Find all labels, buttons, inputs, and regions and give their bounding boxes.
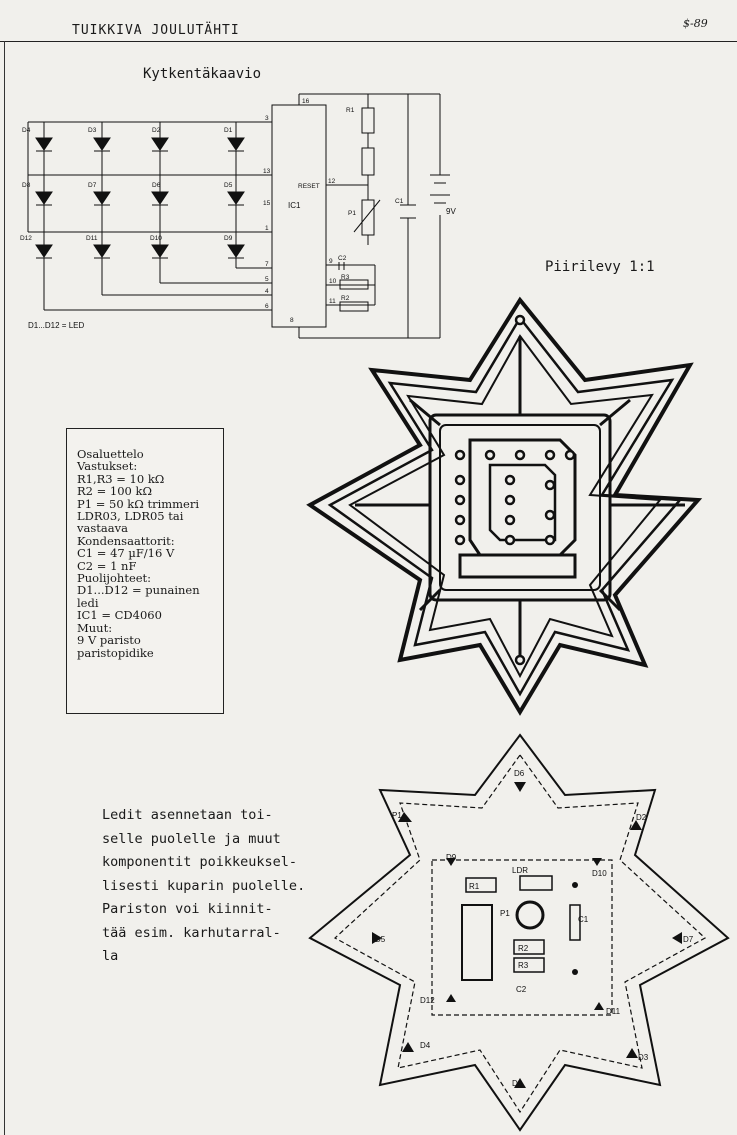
asm-label-r1: R1 bbox=[469, 882, 480, 891]
label-d2: D2 bbox=[152, 127, 161, 134]
reset-label: RESET bbox=[298, 183, 320, 190]
asm-label-ldr: LDR bbox=[512, 866, 528, 875]
trimmer-p1 bbox=[361, 199, 375, 236]
led-legend: D1...D12 = LED bbox=[28, 321, 84, 330]
parts-line: IC1 = CD4060 bbox=[77, 608, 162, 623]
resistor-r1 bbox=[361, 107, 375, 134]
label-d3: D3 bbox=[88, 127, 97, 134]
asm-label-p1-top: P1 bbox=[392, 811, 402, 820]
note-line: komponentit poikkeuksel- bbox=[102, 854, 298, 870]
asm-label-d8: D8 bbox=[512, 1079, 523, 1088]
parts-line: Puolijohteet: bbox=[77, 571, 152, 586]
pin-16: 16 bbox=[302, 98, 310, 105]
asm-label-d12: D12 bbox=[420, 996, 435, 1005]
note-line: selle puolelle ja muut bbox=[102, 830, 281, 847]
pin-12: 12 bbox=[328, 178, 336, 185]
asm-label-d6: D6 bbox=[514, 769, 525, 778]
header-rule bbox=[0, 41, 737, 42]
asm-label-d11: D11 bbox=[606, 1007, 621, 1016]
asm-label-d7: D7 bbox=[683, 935, 694, 944]
label-d5: D5 bbox=[224, 182, 233, 189]
parts-line: Vastukset: bbox=[77, 459, 138, 474]
parts-line: 9 V paristo bbox=[77, 633, 141, 648]
label-r3: R3 bbox=[341, 274, 350, 281]
parts-line: Kondensaattorit: bbox=[77, 533, 175, 548]
asm-label-d2: D2 bbox=[636, 813, 647, 822]
parts-line: LDR03, LDR05 tai bbox=[77, 509, 184, 524]
parts-line: R1,R3 = 10 kΩ bbox=[77, 471, 165, 486]
asm-label-r3: R3 bbox=[518, 961, 529, 970]
asm-label-r2: R2 bbox=[518, 944, 529, 953]
pin-4: 4 bbox=[265, 288, 269, 295]
note-line: lisesti kuparin puolelle. bbox=[102, 877, 306, 894]
note-line: tää esim. karhutarral- bbox=[102, 924, 281, 941]
resistor-r2 bbox=[339, 301, 369, 312]
asm-label-d3: D3 bbox=[638, 1053, 649, 1062]
pin-9: 9 bbox=[329, 258, 333, 265]
label-r2: R2 bbox=[341, 295, 350, 302]
label-d9: D9 bbox=[224, 235, 233, 242]
asm-label-p1: P1 bbox=[500, 909, 510, 918]
ic1-body bbox=[271, 104, 327, 328]
note-line: la bbox=[102, 948, 119, 964]
pin-5: 5 bbox=[265, 276, 269, 283]
schematic-heading: Kytkentäkaavio bbox=[143, 66, 262, 82]
parts-line: paristopidike bbox=[77, 645, 154, 660]
label-d11: D11 bbox=[86, 235, 98, 242]
parts-line: Muut: bbox=[77, 620, 113, 635]
pin-7: 7 bbox=[265, 261, 269, 268]
label-d8: D8 bbox=[22, 182, 31, 189]
parts-line: C2 = 1 nF bbox=[77, 558, 137, 573]
asm-label-c2: C2 bbox=[516, 985, 527, 994]
ic1-label: IC1 bbox=[288, 201, 301, 210]
pin-3: 3 bbox=[265, 115, 269, 122]
label-d4: D4 bbox=[22, 127, 31, 134]
asm-label-c1: C1 bbox=[578, 915, 589, 924]
parts-line: C1 = 47 µF/16 V bbox=[77, 546, 175, 561]
pin-10: 10 bbox=[329, 278, 337, 285]
label-d7: D7 bbox=[88, 182, 97, 189]
label-c1: C1 bbox=[395, 198, 404, 205]
asm-label-d9: D9 bbox=[446, 853, 457, 862]
assembly-note: Ledit asennetaan toi- selle puolelle ja … bbox=[102, 804, 305, 969]
margin-rule bbox=[4, 41, 5, 1135]
parts-line: ledi bbox=[77, 595, 99, 610]
pin-8: 8 bbox=[290, 317, 294, 324]
pcb-star bbox=[306, 296, 703, 716]
document-title: TUIKKIVA JOULUTÄHTI bbox=[72, 23, 240, 38]
label-d12: D12 bbox=[20, 235, 32, 242]
label-r1: R1 bbox=[346, 107, 355, 114]
battery-label: 9V bbox=[446, 207, 456, 216]
parts-list: Osaluettelo Vastukset: R1,R3 = 10 kΩ R2 … bbox=[66, 428, 224, 714]
pin-6: 6 bbox=[265, 303, 269, 310]
pin-15: 15 bbox=[263, 200, 271, 207]
asm-label-d5: D5 bbox=[375, 935, 386, 944]
label-c2: C2 bbox=[338, 255, 347, 262]
asm-label-d10: D10 bbox=[592, 869, 607, 878]
assembly-star: D6 P1 D2 D9 LDR D10 R1 P1 C1 D5 D7 R2 R3… bbox=[308, 733, 730, 1132]
label-d1: D1 bbox=[224, 127, 233, 134]
asm-label-d4: D4 bbox=[420, 1041, 431, 1050]
pin-11: 11 bbox=[329, 298, 336, 305]
parts-line: Osaluettelo bbox=[77, 447, 144, 461]
page-mark: $-89 bbox=[683, 17, 708, 30]
parts-line: R2 = 100 kΩ bbox=[77, 484, 153, 499]
parts-line: P1 = 50 kΩ trimmeri bbox=[77, 496, 200, 511]
parts-line: D1...D12 = punainen bbox=[77, 583, 200, 598]
pin-1: 1 bbox=[265, 225, 269, 232]
pcb-heading: Piirilevy 1:1 bbox=[545, 259, 655, 275]
ldr bbox=[361, 147, 375, 176]
label-p1: P1 bbox=[348, 210, 356, 217]
resistor-r3 bbox=[339, 279, 369, 290]
note-line: Ledit asennetaan toi- bbox=[102, 807, 273, 823]
pin-13: 13 bbox=[263, 168, 271, 175]
label-d6: D6 bbox=[152, 182, 161, 189]
note-line: Pariston voi kiinnit- bbox=[102, 901, 273, 917]
label-d10: D10 bbox=[150, 235, 162, 242]
parts-line: vastaava bbox=[77, 521, 128, 536]
